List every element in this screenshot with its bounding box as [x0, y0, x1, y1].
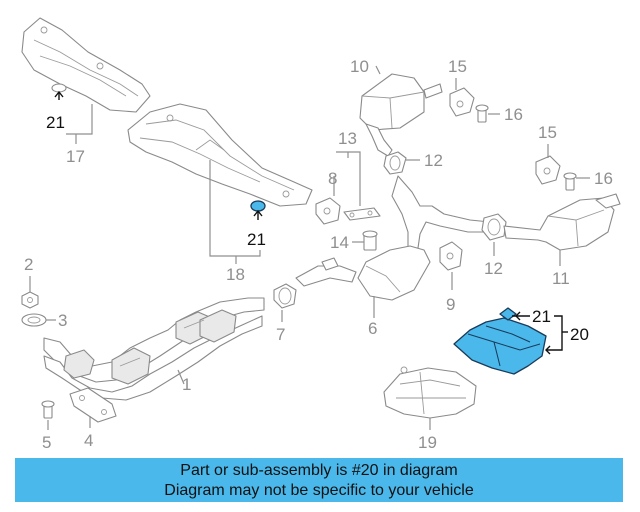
leader-lines — [29, 65, 590, 430]
callout-16-upper: 16 — [504, 105, 523, 124]
part-13-bracket[interactable] — [343, 207, 381, 221]
part-10-rear-muffler[interactable] — [359, 73, 443, 157]
part-18-heat-shield[interactable] — [127, 103, 313, 207]
callout-14: 14 — [330, 233, 349, 252]
part-4-bracket[interactable] — [69, 387, 117, 423]
callout-1: 1 — [182, 375, 191, 394]
callout-16-lower: 16 — [594, 169, 613, 188]
part-1-front-pipe[interactable] — [43, 297, 265, 401]
part-9-hanger[interactable] — [439, 241, 463, 271]
part-20-heat-shield[interactable] — [453, 317, 547, 375]
part-21-grommet-middle[interactable] — [250, 200, 266, 220]
part-11-rear-muffler[interactable] — [503, 193, 621, 251]
part-12-clamp-upper[interactable] — [383, 151, 407, 175]
part-16-bolt-upper[interactable] — [475, 104, 489, 123]
callout-20: 20 — [570, 325, 589, 344]
callout-7: 7 — [276, 325, 285, 344]
part-15-hanger-lower[interactable] — [535, 155, 561, 185]
part-19-heat-shield[interactable] — [383, 366, 477, 419]
part-2-nut[interactable] — [21, 291, 39, 309]
notice-line-1: Part or sub-assembly is #20 in diagram — [180, 462, 458, 479]
part-5-bolt[interactable] — [41, 400, 55, 419]
callout-18: 18 — [226, 265, 245, 284]
part-17-heat-shield[interactable] — [21, 17, 151, 113]
callout-10: 10 — [350, 57, 369, 76]
part-21-pad[interactable] — [499, 307, 517, 321]
callout-11: 11 — [552, 269, 570, 288]
part-7-clamp[interactable] — [273, 283, 297, 309]
callout-21-middle: 21 — [247, 230, 266, 249]
part-8-hanger[interactable] — [315, 197, 341, 225]
callout-17: 17 — [66, 147, 85, 166]
notice-banner: Part or sub-assembly is #20 in diagram D… — [15, 458, 623, 502]
callout-21-lower: 21 — [532, 307, 551, 326]
part-3-gasket[interactable] — [21, 313, 47, 327]
part-14-bolt[interactable] — [362, 230, 378, 251]
callout-13: 13 — [338, 129, 357, 148]
callout-9: 9 — [446, 295, 455, 314]
notice-line-2: Diagram may not be specific to your vehi… — [164, 482, 474, 499]
callout-12-lower: 12 — [484, 259, 503, 278]
callout-2: 2 — [24, 255, 33, 274]
part-15-hanger-upper[interactable] — [449, 87, 475, 117]
part-12-clamp-lower[interactable] — [481, 213, 507, 241]
callout-19: 19 — [418, 433, 437, 452]
part-21-grommet-upper[interactable] — [51, 83, 67, 100]
callout-3: 3 — [58, 311, 67, 330]
callout-6: 6 — [368, 319, 377, 338]
callout-5: 5 — [42, 433, 51, 452]
callout-8: 8 — [328, 169, 337, 188]
callout-21-upper: 21 — [46, 113, 65, 132]
callout-15-upper: 15 — [448, 57, 467, 76]
callout-4: 4 — [84, 431, 93, 450]
part-6-center-pipe[interactable] — [295, 175, 495, 301]
callout-15-lower: 15 — [538, 123, 557, 142]
part-16-bolt-lower[interactable] — [563, 172, 577, 191]
callout-12-upper: 12 — [424, 151, 443, 170]
